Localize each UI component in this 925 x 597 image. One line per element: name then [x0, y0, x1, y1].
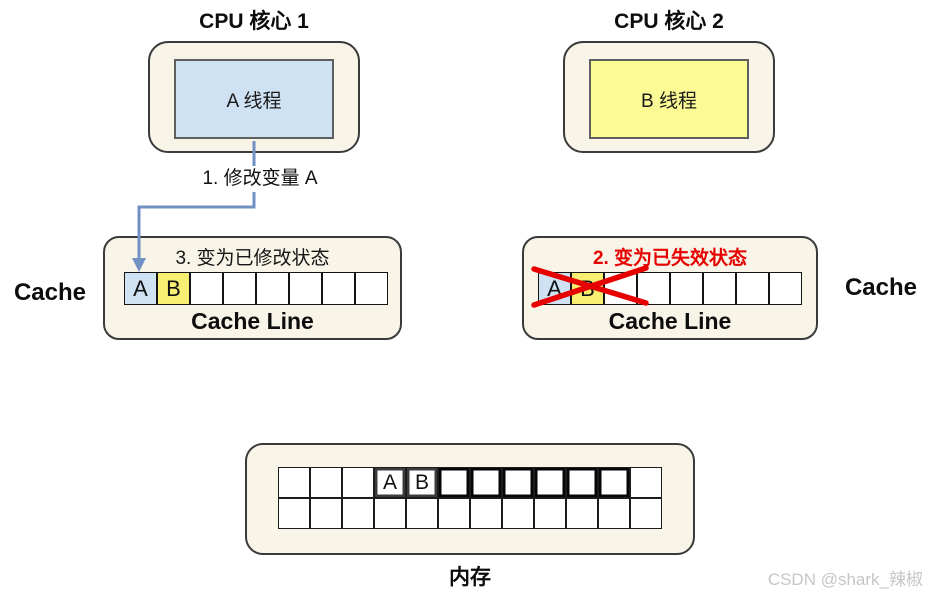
memory-cell	[534, 498, 566, 529]
memory-cell-cacheline	[470, 467, 502, 498]
modify-arrow-icon	[132, 141, 256, 272]
thread-a-box: A 线程	[174, 59, 334, 139]
memory-cell	[502, 498, 534, 529]
cache-left-cell	[322, 272, 355, 305]
memory-label: 内存	[449, 566, 491, 589]
memory-cell	[342, 498, 374, 529]
cache-left-cell-a: A	[124, 272, 157, 305]
memory-cell-cacheline	[566, 467, 598, 498]
cache-right-cell	[670, 272, 703, 305]
thread-b-box: B 线程	[589, 59, 749, 139]
memory-cell-b: B	[406, 467, 438, 498]
cpu2-box: B 线程	[563, 41, 775, 153]
memory-box: A B	[245, 443, 695, 555]
cache-left-status: 3. 变为已修改状态	[175, 248, 330, 269]
memory-cell	[342, 467, 374, 498]
memory-cell-cacheline	[438, 467, 470, 498]
cache-right-line-label: Cache Line	[608, 308, 732, 334]
cpu1-title: CPU 核心 1	[199, 10, 309, 33]
cache-right-box: 2. 变为已失效状态 A B Cache Line	[522, 236, 818, 340]
memory-cell	[406, 498, 438, 529]
memory-cell	[374, 498, 406, 529]
memory-cell	[310, 498, 342, 529]
invalid-cross-icon	[531, 265, 649, 308]
memory-cell	[438, 498, 470, 529]
cache-left-line-label: Cache Line	[191, 308, 314, 334]
memory-cell	[310, 467, 342, 498]
cache-left-box: 3. 变为已修改状态 A B Cache Line	[103, 236, 402, 340]
cache-left-cell	[355, 272, 388, 305]
memory-cell	[470, 498, 502, 529]
cpu2-title: CPU 核心 2	[614, 10, 724, 33]
cache-left-cell-b: B	[157, 272, 190, 305]
memory-cell-cacheline	[598, 467, 630, 498]
memory-cell	[566, 498, 598, 529]
memory-cell-cacheline	[534, 467, 566, 498]
cache-right-cell	[703, 272, 736, 305]
memory-grid: A B	[278, 467, 662, 529]
cache-right-status: 2. 变为已失效状态	[592, 248, 748, 269]
step1-label: 1. 修改变量 A	[183, 166, 337, 192]
cache-left-label: Cache	[13, 279, 87, 306]
memory-cell-a: A	[374, 467, 406, 498]
watermark: CSDN @shark_辣椒	[767, 570, 923, 589]
memory-cell	[598, 498, 630, 529]
cache-right-cell	[736, 272, 769, 305]
cpu1-box: A 线程	[148, 41, 360, 153]
cache-right-cell	[769, 272, 802, 305]
cache-left-cell	[223, 272, 256, 305]
memory-cell	[630, 498, 662, 529]
memory-cell	[278, 498, 310, 529]
cache-right-label: Cache	[844, 274, 918, 301]
memory-cell	[278, 467, 310, 498]
cache-left-cell	[256, 272, 289, 305]
cache-left-cell	[190, 272, 223, 305]
cache-left-cell	[289, 272, 322, 305]
memory-cell-cacheline	[502, 467, 534, 498]
memory-cell	[630, 467, 662, 498]
cache-left-cells: A B	[124, 272, 388, 305]
